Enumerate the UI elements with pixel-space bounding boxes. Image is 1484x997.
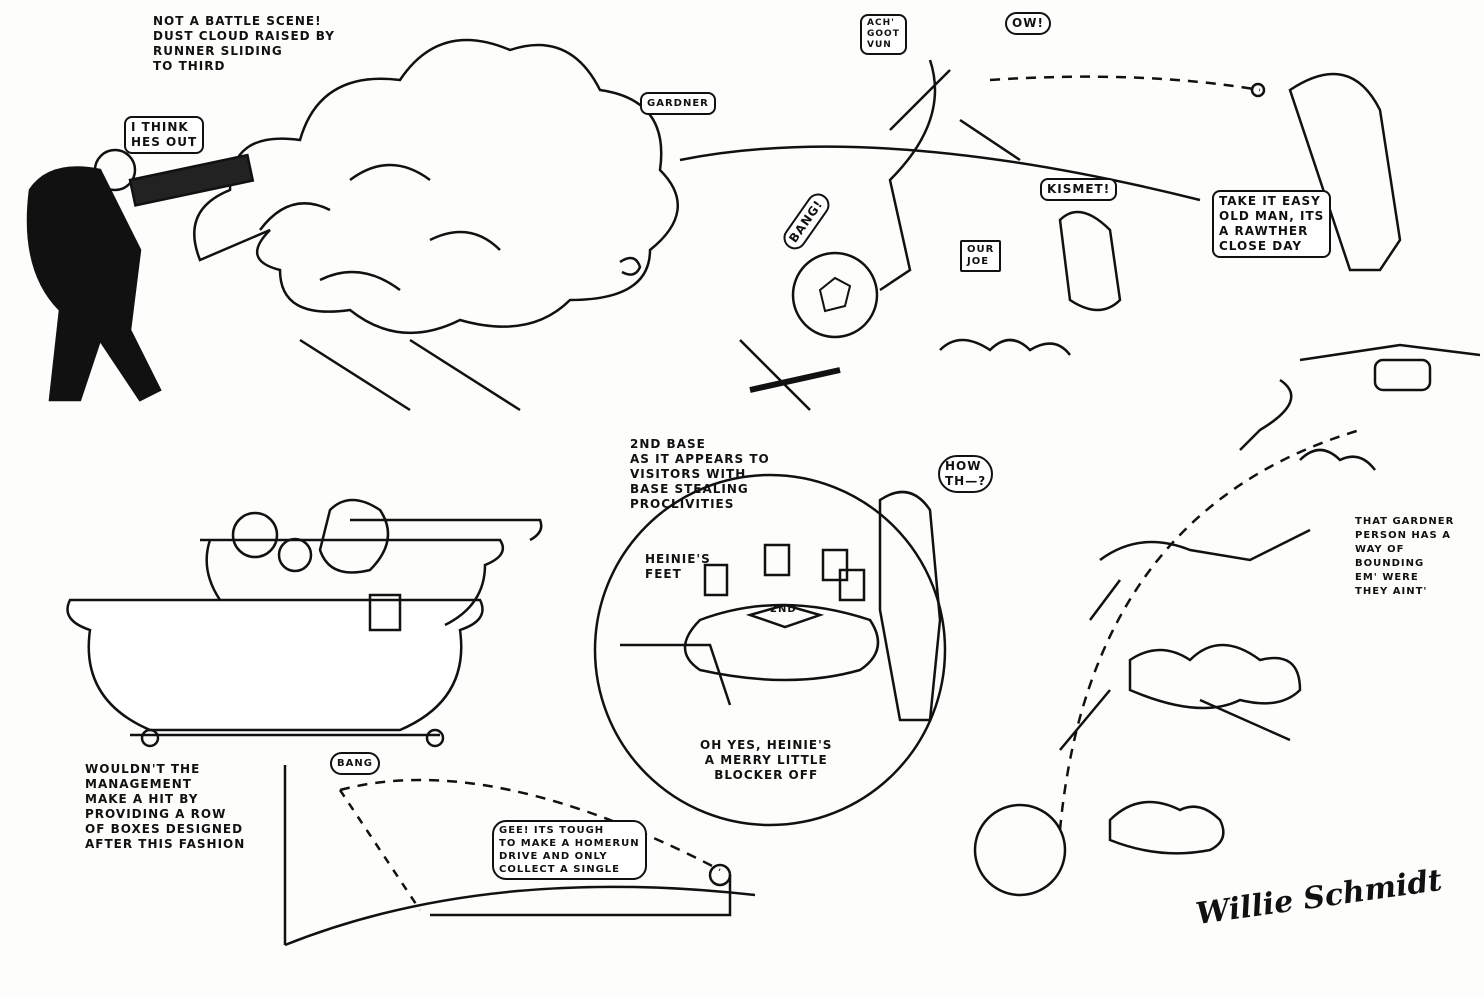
speech-bubble-ow: OW!	[1005, 12, 1051, 35]
speech-bubble-umpire: ACH' GOOT VUN	[860, 14, 907, 55]
speech-bubble-how: HOW TH—?	[938, 455, 994, 493]
speech-bubble-hes-out: I THINK HES OUT	[124, 116, 205, 154]
tag-gardner: GARDNER	[640, 92, 716, 115]
label-second-base: 2ND	[770, 604, 797, 615]
dust-cloud-drawing	[26, 38, 680, 412]
speech-bubble-bang-homerun: BANG	[330, 752, 380, 775]
speech-bubble-homerun: GEE! ITS TOUGH TO MAKE A HOMERUN DRIVE A…	[492, 820, 647, 880]
gardner-caption: THAT GARDNER PERSON HAS A WAY OF BOUNDIN…	[1355, 516, 1455, 597]
sign-our-joe: OUR JOE	[960, 240, 1002, 272]
second-base-caption: 2ND BASE AS IT APPEARS TO VISITORS WITH …	[630, 437, 770, 511]
homerun-drawing	[283, 765, 756, 947]
bathtubs-drawing	[66, 498, 543, 748]
second-base-drawing	[593, 473, 947, 827]
dust-cloud-caption: NOT A BATTLE SCENE! DUST CLOUD RAISED BY…	[153, 14, 335, 73]
gardner-panel-drawing	[973, 343, 1481, 897]
label-heinies-feet: HEINIE'S FEET	[645, 552, 711, 581]
second-base-bottom-caption: OH YES, HEINIE'S A MERRY LITTLE BLOCKER …	[700, 738, 833, 782]
speech-bubble-kismet: KISMET!	[1040, 178, 1118, 201]
speech-bubble-catcher: TAKE IT EASY OLD MAN, ITS A RAWTHER CLOS…	[1212, 190, 1332, 258]
bathtubs-caption: WOULDN'T THE MANAGEMENT MAKE A HIT BY PR…	[85, 762, 246, 851]
